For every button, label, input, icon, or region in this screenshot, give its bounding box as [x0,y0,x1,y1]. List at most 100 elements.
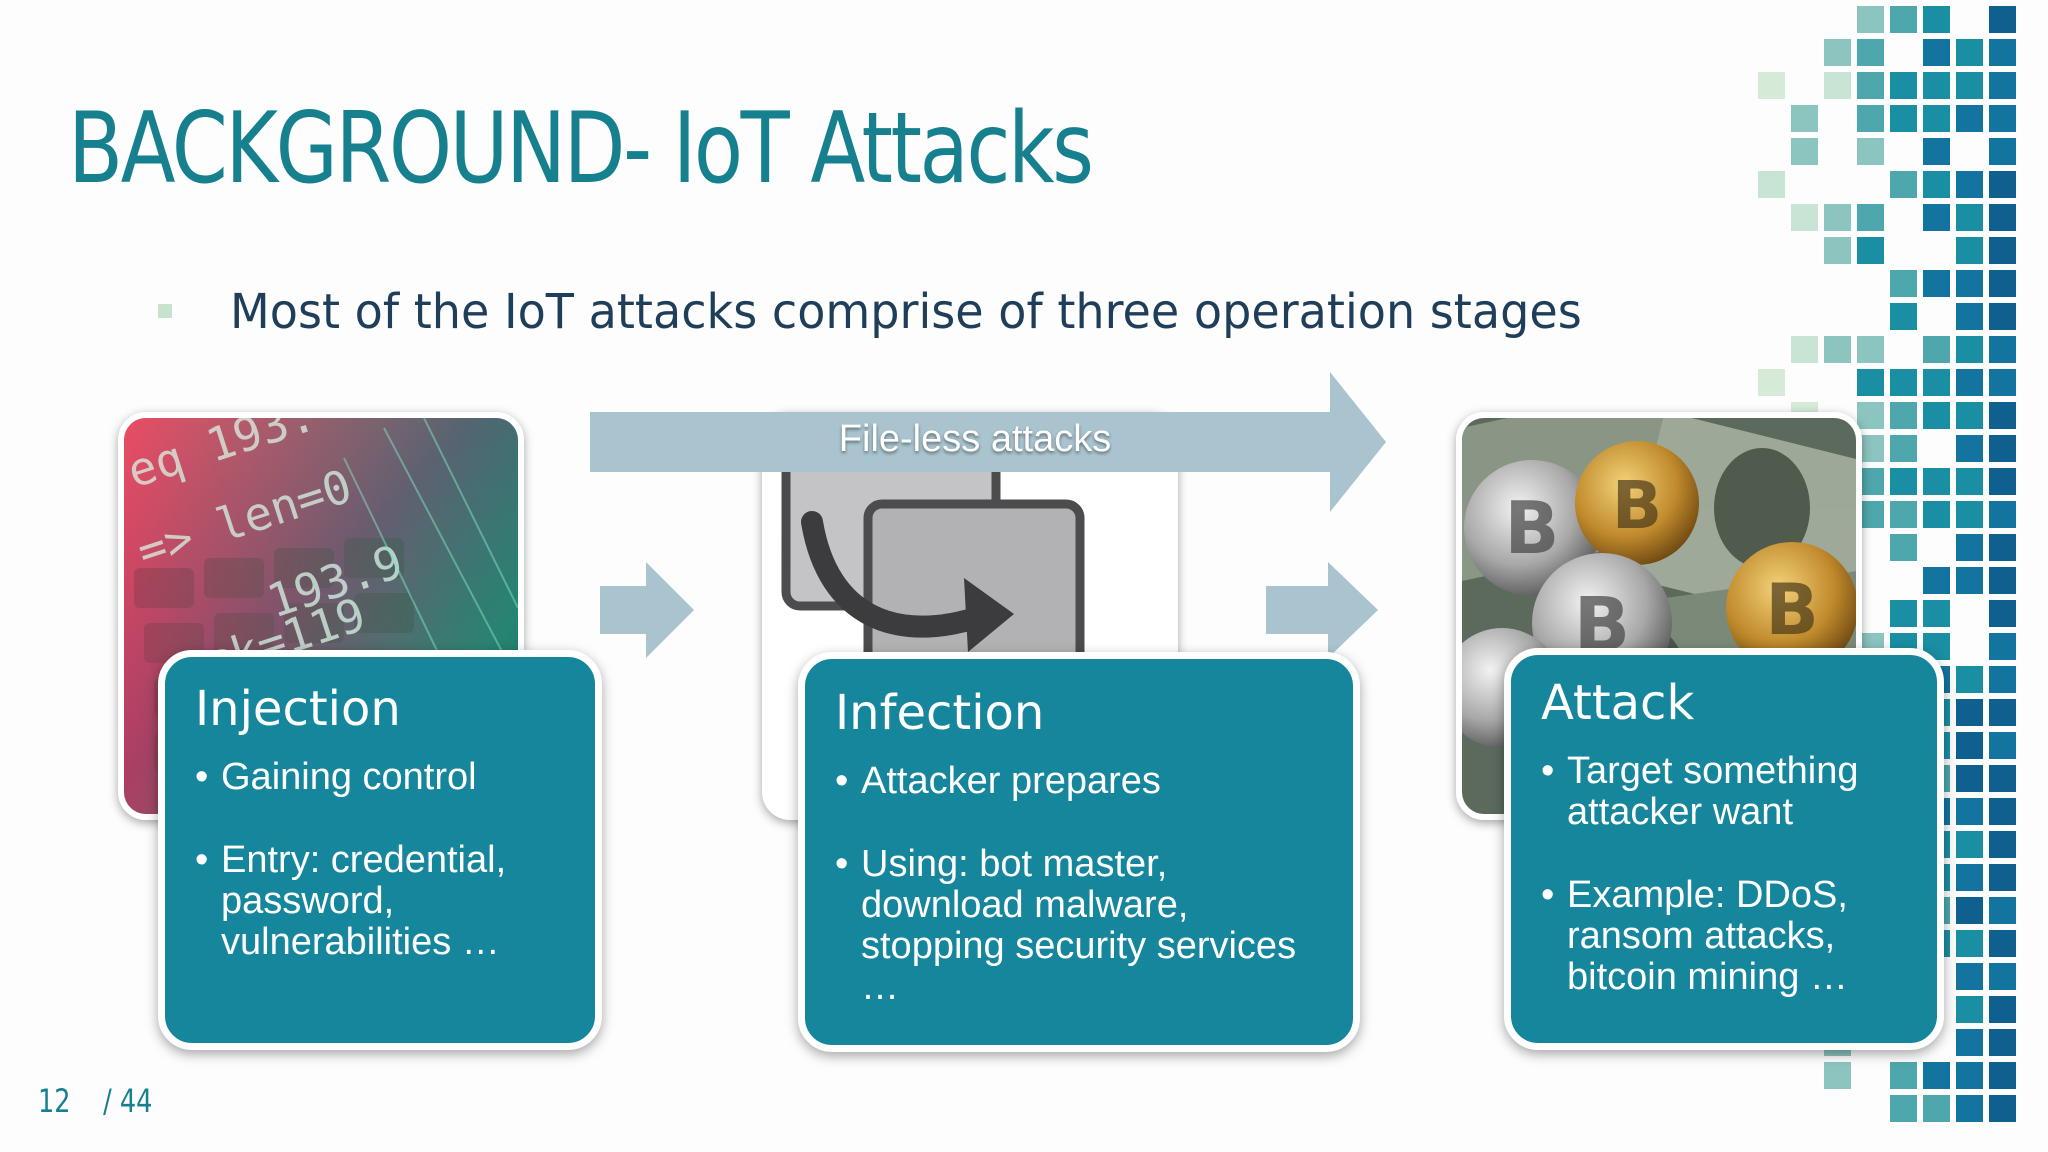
mosaic-tile [1956,534,1983,561]
mosaic-tile [1956,237,1983,264]
mosaic-tile [1989,6,2016,33]
mosaic-tile [1923,138,1950,165]
mosaic-tile [1956,930,1983,957]
mosaic-tile [1989,204,2016,231]
infection-title: Infection [835,685,1045,741]
mosaic-tile [1956,963,1983,990]
mosaic-tile [1890,6,1917,33]
mosaic-tile [1956,732,1983,759]
mosaic-tile [1857,336,1884,363]
mosaic-tile [1923,1095,1950,1122]
mosaic-tile [1923,468,1950,495]
mosaic-tile [1890,402,1917,429]
mosaic-tile [1956,765,1983,792]
mosaic-tile [1857,402,1884,429]
mosaic-tile [1890,435,1917,462]
mosaic-tile [1923,1062,1950,1089]
list-item: Using: bot master, download malware, sto… [835,844,1331,1008]
file-less-attacks-arrow [590,372,1386,512]
svg-text:B: B [1765,569,1818,651]
mosaic-tile [1956,303,1983,330]
mosaic-tile [1890,171,1917,198]
mosaic-tile [1989,138,2016,165]
mosaic-tile [1989,303,2016,330]
mosaic-tile [1857,105,1884,132]
mosaic-tile [1989,864,2016,891]
mosaic-tile [1956,699,1983,726]
mosaic-tile [1890,468,1917,495]
list-item: Example: DDoS, ransom attacks, bitcoin m… [1541,875,1915,998]
mosaic-tile [1923,600,1950,627]
mosaic-tile [1923,402,1950,429]
mosaic-tile [1989,600,2016,627]
mosaic-tile [1989,39,2016,66]
mosaic-tile [1923,270,1950,297]
mosaic-tile [1923,105,1950,132]
mosaic-tile [1956,72,1983,99]
mosaic-tile [1857,72,1884,99]
svg-text:B: B [1612,467,1662,544]
attack-bullets: Target something attacker want Example: … [1541,751,1915,998]
mosaic-tile [1890,1062,1917,1089]
mosaic-tile [1989,666,2016,693]
mosaic-tile [1989,534,2016,561]
mosaic-tile [1989,699,2016,726]
mosaic-tile [1956,402,1983,429]
mosaic-tile [1890,600,1917,627]
mosaic-tile [1758,72,1785,99]
mosaic-tile [1791,138,1818,165]
injection-card: Injection Gaining control Entry: credent… [158,650,602,1050]
mosaic-tile [1923,6,1950,33]
mosaic-tile [1989,732,2016,759]
mosaic-tile [1989,105,2016,132]
mosaic-tile [1890,369,1917,396]
mosaic-tile [1989,435,2016,462]
mosaic-tile [1956,666,1983,693]
mosaic-tile [1989,402,2016,429]
mosaic-tile [1857,237,1884,264]
mosaic-tile [1956,831,1983,858]
mosaic-tile [1989,369,2016,396]
mosaic-tile [1956,798,1983,825]
mosaic-tile [1923,501,1950,528]
file-less-attacks-label: File-less attacks [838,418,1112,460]
mosaic-tile [1758,369,1785,396]
mosaic-tile [1956,171,1983,198]
arrow-right-icon [600,562,694,658]
mosaic-tile [1824,237,1851,264]
mosaic-tile [1890,303,1917,330]
mosaic-tile [1989,72,2016,99]
mosaic-tile [1824,1062,1851,1089]
slide-title: BACKGROUND- IoT Attacks [68,92,1094,206]
mosaic-tile [1989,567,2016,594]
mosaic-tile [1989,831,2016,858]
mosaic-tile [1890,534,1917,561]
mosaic-tile [1890,1095,1917,1122]
page-number: 12 / 44 [38,1082,152,1120]
page-current: 12 [38,1082,71,1120]
injection-bullets: Gaining control Entry: credential, passw… [195,757,573,963]
infection-bullets: Attacker prepares Using: bot master, dow… [835,761,1331,1008]
mosaic-tile [1956,39,1983,66]
mosaic-tile [1923,39,1950,66]
list-item: Attacker prepares [835,761,1331,803]
arrow-right-icon [1266,562,1378,658]
mosaic-tile [1758,171,1785,198]
mosaic-tile [1890,105,1917,132]
mosaic-tile [1791,336,1818,363]
mosaic-tile [1989,996,2016,1023]
mosaic-tile [1791,105,1818,132]
intro-text: Most of the IoT attacks comprise of thre… [230,284,1582,340]
list-item: Gaining control [195,757,573,799]
mosaic-tile [1989,633,2016,660]
mosaic-tile [1923,171,1950,198]
mosaic-tile [1956,435,1983,462]
attack-card: Attack Target something attacker want Ex… [1504,648,1944,1050]
mosaic-tile [1989,501,2016,528]
mosaic-tile [1989,1095,2016,1122]
mosaic-tile [1857,6,1884,33]
mosaic-tile [1956,105,1983,132]
mosaic-tile [1956,996,1983,1023]
mosaic-tile [1923,567,1950,594]
